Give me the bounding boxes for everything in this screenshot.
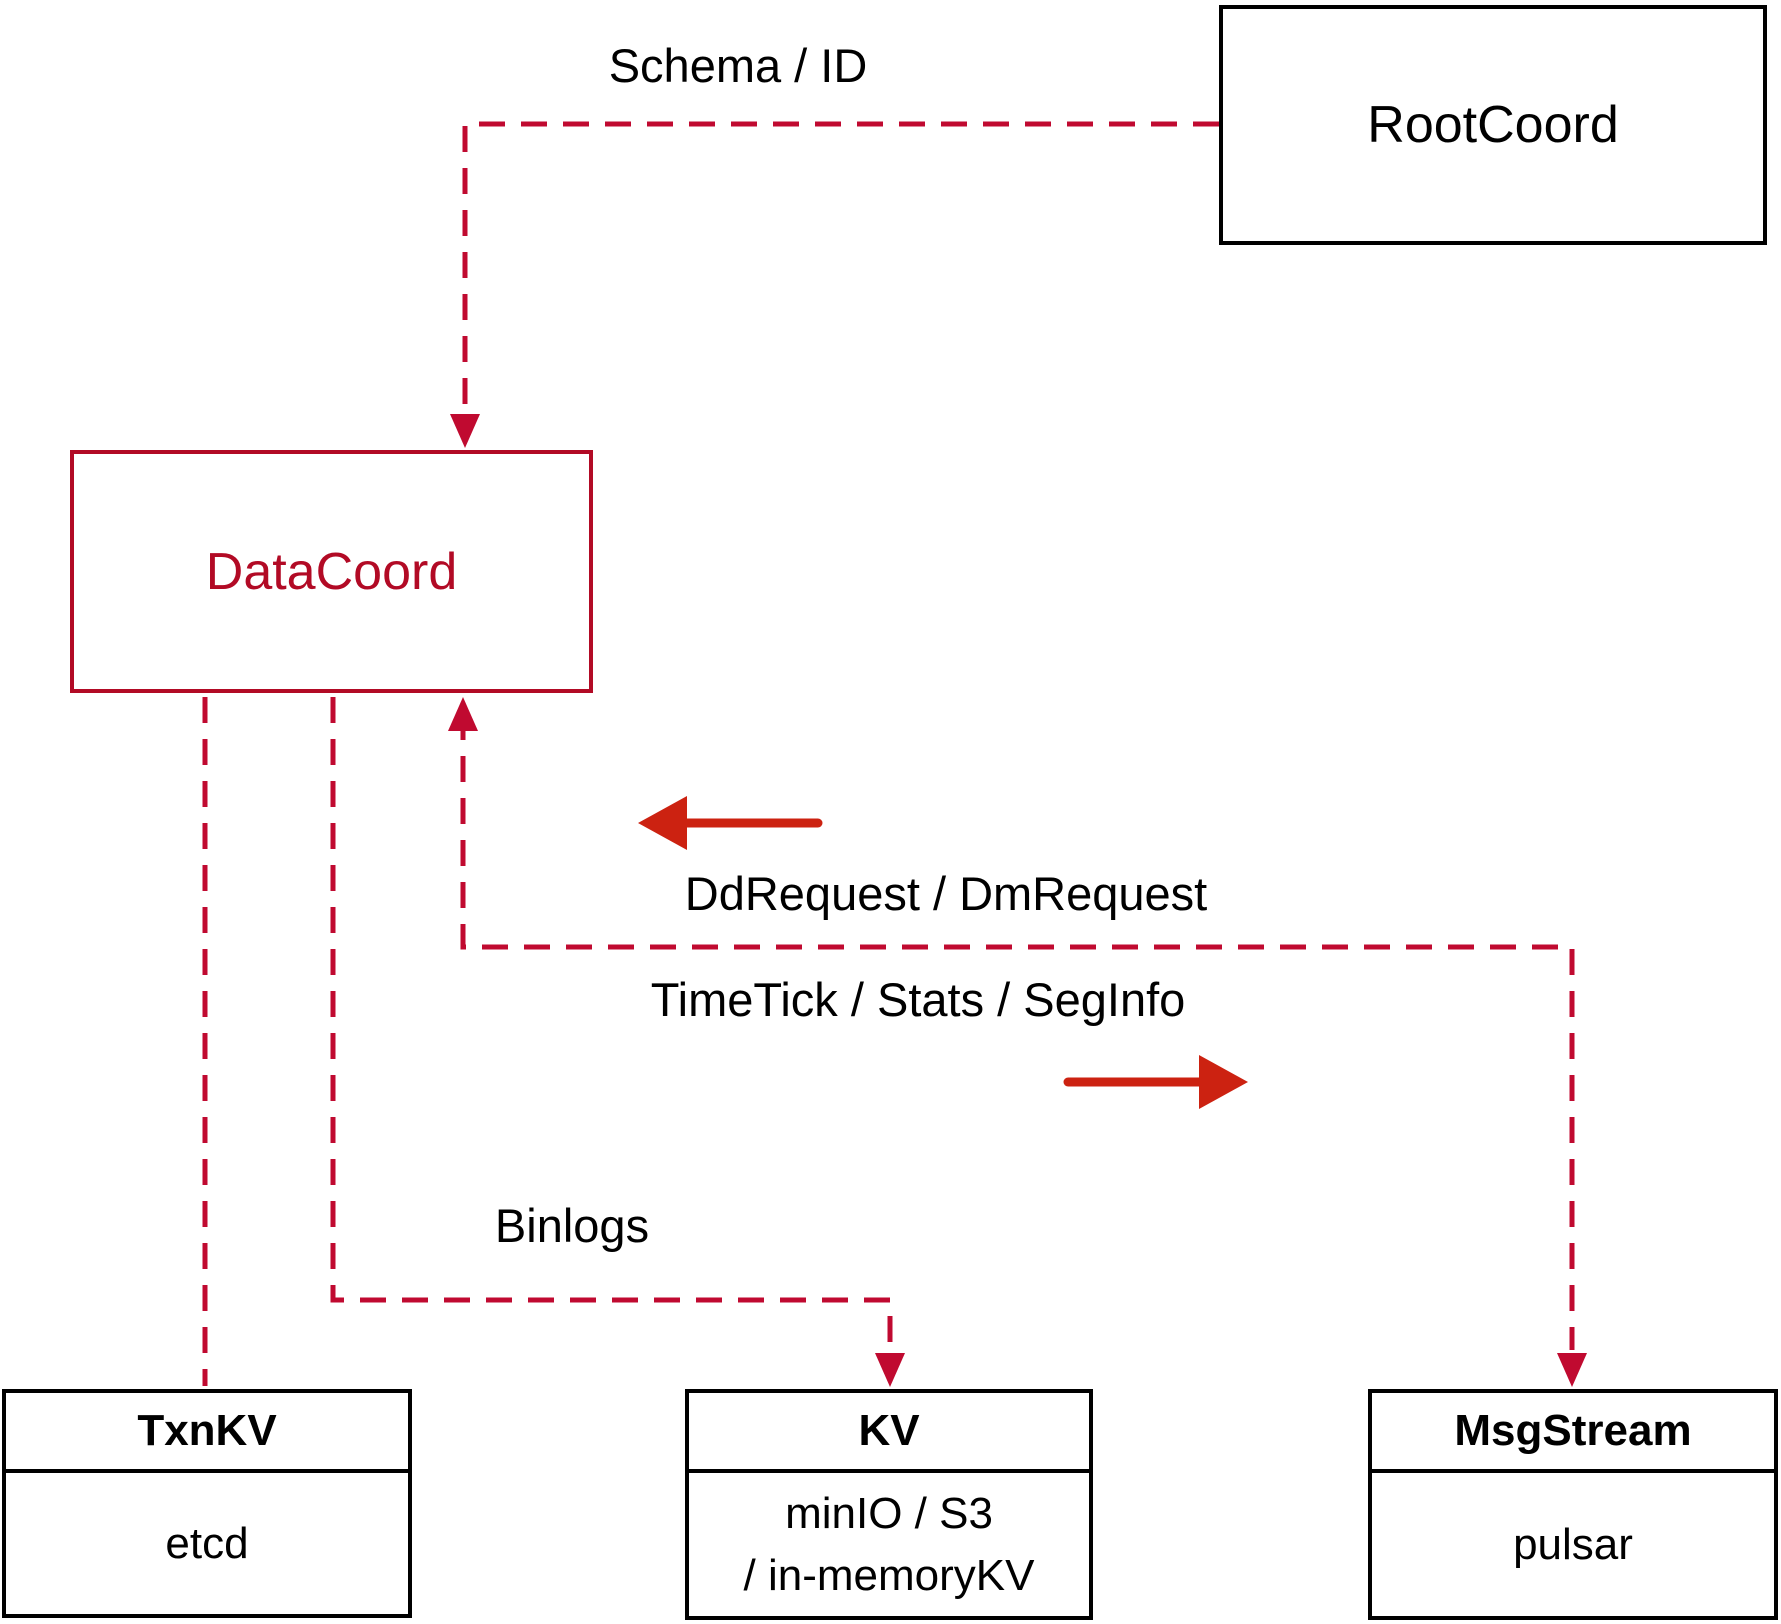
node-txnkv: TxnKV etcd [2,1389,412,1618]
datacoord-label: DataCoord [205,542,458,601]
node-datacoord: DataCoord [70,450,593,693]
msgstream-title: MsgStream [1372,1393,1774,1473]
arrowhead-into-datacoord-top [450,414,480,448]
edge-label-schema-id: Schema / ID [608,39,868,92]
right-direction-arrow [1063,1055,1248,1109]
left-direction-arrow [638,796,823,850]
arrowhead-into-kv-top [875,1353,905,1387]
node-rootcoord: RootCoord [1219,5,1767,245]
arrowhead-into-msgstream-top [1557,1353,1587,1387]
txnkv-body: etcd [165,1518,249,1568]
msgstream-body: pulsar [1513,1519,1633,1569]
edge-rootcoord-to-datacoord [462,121,1219,412]
rootcoord-label: RootCoord [1367,96,1619,154]
edge-msgstream-datacoord [460,714,1575,1350]
kv-body-line2: / in-memoryKV [743,1550,1035,1600]
node-kv: KV minIO / S3 / in-memoryKV [685,1389,1093,1620]
edge-label-dd-request: DdRequest / DmRequest [684,867,1208,920]
edge-label-binlogs: Binlogs [494,1199,650,1252]
txnkv-title: TxnKV [6,1393,408,1473]
kv-body-line1: minIO / S3 [785,1488,993,1538]
arrowhead-into-datacoord-bottom [448,697,478,731]
node-msgstream: MsgStream pulsar [1368,1389,1778,1620]
edge-label-time-tick: TimeTick / Stats / SegInfo [650,973,1186,1026]
kv-title: KV [689,1393,1089,1473]
